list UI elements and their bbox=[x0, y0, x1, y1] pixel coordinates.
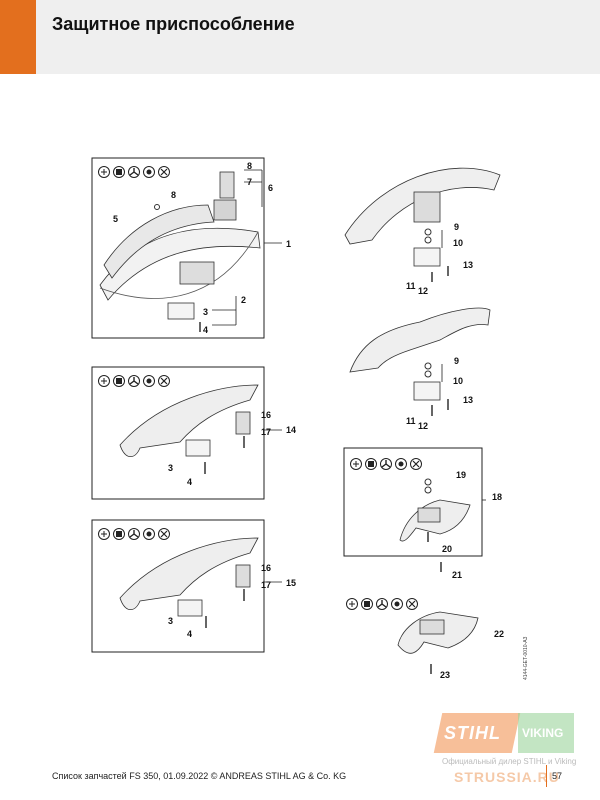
callout-7: 7 bbox=[247, 177, 252, 187]
callout-15: 15 bbox=[286, 578, 296, 588]
dealer-site-link[interactable]: STRUSSIA.RU bbox=[454, 769, 560, 785]
callout-16: 16 bbox=[261, 563, 271, 573]
callout-11: 11 bbox=[406, 281, 416, 291]
callout-12: 12 bbox=[418, 286, 428, 296]
page-number: 57 bbox=[552, 771, 563, 781]
parts-diagram: 1 2 3 4 5 6 7 8 8 9 10 11 12 13 9 10 11 … bbox=[91, 157, 529, 680]
assembly-guard-upper bbox=[344, 167, 501, 282]
callout-17: 17 bbox=[261, 580, 271, 590]
callout-5: 5 bbox=[113, 214, 118, 224]
callout-9: 9 bbox=[454, 356, 459, 366]
page-number-divider bbox=[546, 765, 547, 787]
callout-4: 4 bbox=[187, 629, 192, 639]
callout-9: 9 bbox=[454, 222, 459, 232]
callout-1: 1 bbox=[286, 239, 291, 249]
callout-16: 16 bbox=[261, 410, 271, 420]
stihl-logo-text: STIHL bbox=[444, 723, 501, 743]
footer-text: Список запчастей FS 350, 01.09.2022 © AN… bbox=[52, 771, 347, 781]
assembly-box-18 bbox=[343, 447, 486, 557]
tool-icons-row bbox=[97, 374, 171, 388]
tool-icons-row bbox=[345, 597, 419, 611]
dealer-caption: Официальный дилер STIHL и Viking bbox=[442, 757, 577, 766]
callout-12: 12 bbox=[418, 421, 428, 431]
assembly-box-15 bbox=[91, 519, 282, 653]
callout-13: 13 bbox=[463, 260, 473, 270]
callout-4: 4 bbox=[203, 325, 208, 335]
assembly-guard-22 bbox=[345, 597, 479, 674]
viking-logo-badge bbox=[518, 713, 574, 753]
header-accent-bar bbox=[0, 0, 36, 74]
assembly-guard-middle bbox=[349, 307, 491, 416]
callout-23: 23 bbox=[440, 670, 450, 680]
viking-logo-text: VIKING bbox=[522, 726, 564, 740]
callout-19: 19 bbox=[456, 470, 466, 480]
callout-3: 3 bbox=[168, 463, 173, 473]
callout-2: 2 bbox=[241, 295, 246, 305]
callout-17: 17 bbox=[261, 427, 271, 437]
callout-3: 3 bbox=[168, 616, 173, 626]
callout-20: 20 bbox=[442, 544, 452, 554]
page-title: Защитное приспособление bbox=[52, 14, 295, 34]
callout-3: 3 bbox=[203, 307, 208, 317]
callout-11: 11 bbox=[406, 416, 416, 426]
callout-14: 14 bbox=[286, 425, 296, 435]
callout-10: 10 bbox=[453, 238, 463, 248]
assembly-box-14 bbox=[91, 366, 282, 500]
callout-8: 8 bbox=[171, 190, 176, 200]
tool-icons-row bbox=[97, 527, 171, 541]
dealer-watermark: STIHL VIKING Официальный дилер STIHL и V… bbox=[433, 713, 578, 785]
callout-18: 18 bbox=[492, 492, 502, 502]
callout-22: 22 bbox=[494, 629, 504, 639]
callout-10: 10 bbox=[453, 376, 463, 386]
page-header bbox=[0, 0, 600, 74]
callout-21: 21 bbox=[452, 570, 462, 580]
tool-icons-row bbox=[349, 457, 423, 471]
tool-icons-row bbox=[97, 165, 171, 179]
callout-8: 8 bbox=[247, 161, 252, 171]
callout-6: 6 bbox=[268, 183, 273, 193]
drawing-id: 4144-GET-0010-A3 bbox=[523, 636, 529, 680]
callout-13: 13 bbox=[463, 395, 473, 405]
assembly-box-1 bbox=[91, 157, 282, 339]
callout-4: 4 bbox=[187, 477, 192, 487]
